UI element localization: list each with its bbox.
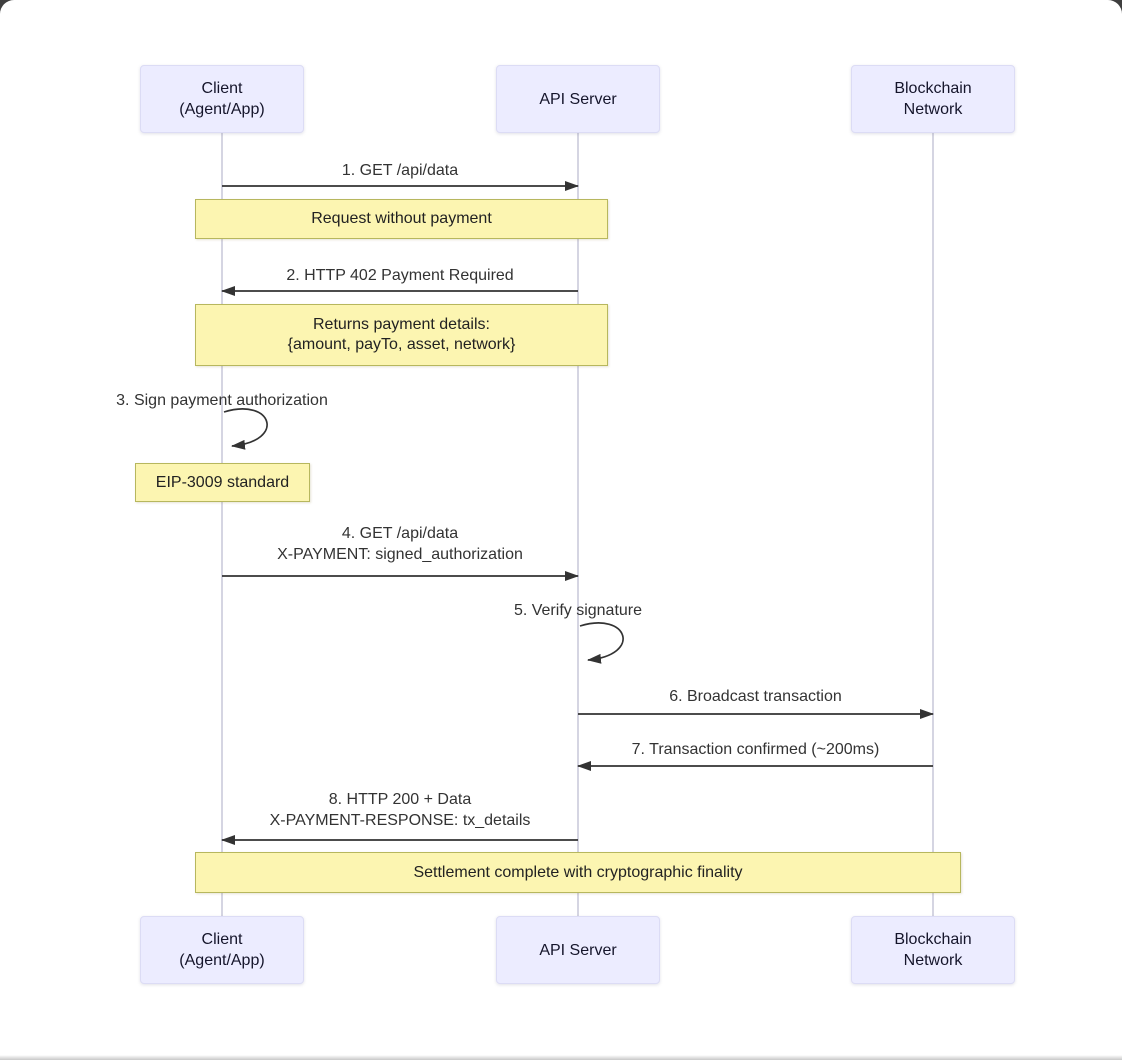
actor-label-line2: Network <box>903 952 963 969</box>
actor-label-line1: API Server <box>539 941 617 959</box>
actor-label-line1: Blockchain <box>894 80 972 97</box>
message-label-5: 5. Verify signature <box>378 600 778 621</box>
actor-box-blockchain-top: Blockchain Network <box>851 65 1015 133</box>
actor-box-blockchain-bottom: Blockchain Network <box>851 916 1015 984</box>
message-text: 3. Sign payment authorization <box>116 392 328 409</box>
message-text: 2. HTTP 402 Payment Required <box>286 267 514 284</box>
actor-label-line2: Network <box>903 101 963 118</box>
message-label-3: 3. Sign payment authorization <box>22 390 422 411</box>
message-label-7: 7. Transaction confirmed (~200ms) <box>578 739 933 760</box>
message-text: 6. Broadcast transaction <box>669 688 842 705</box>
message-text: 5. Verify signature <box>513 602 643 619</box>
actor-label-line2: (Agent/App) <box>179 101 265 118</box>
note-text: {amount, payTo, asset, network} <box>287 336 516 353</box>
message-text: 4. GET /api/data <box>341 525 459 542</box>
actor-box-api-server-top: API Server <box>496 65 660 133</box>
actor-label-line1: Client <box>201 80 243 97</box>
actor-label-line1: Blockchain <box>894 931 972 948</box>
note-eip-3009-standard: EIP-3009 standard <box>135 463 310 502</box>
note-text: Request without payment <box>311 210 492 227</box>
message-text: 8. HTTP 200 + Data <box>328 791 472 808</box>
message-text: 1. GET /api/data <box>341 162 459 179</box>
actor-box-api-server-bottom: API Server <box>496 916 660 984</box>
note-text: EIP-3009 standard <box>155 473 290 491</box>
note-text: Returns payment details: <box>313 316 490 333</box>
message-self-loop-3 <box>223 408 268 450</box>
message-label-6: 6. Broadcast transaction <box>578 686 933 707</box>
actor-box-client-bottom: Client (Agent/App) <box>140 916 304 984</box>
note-request-without-payment: Request without payment <box>195 199 608 239</box>
message-label-2: 2. HTTP 402 Payment Required <box>222 265 578 286</box>
message-text: X-PAYMENT: signed_authorization <box>277 546 523 563</box>
actor-label-line1: API Server <box>539 90 617 108</box>
actor-box-client-top: Client (Agent/App) <box>140 65 304 133</box>
actor-label-line1: Client <box>201 931 243 948</box>
message-text: 7. Transaction confirmed (~200ms) <box>631 741 880 758</box>
message-label-1: 1. GET /api/data <box>222 160 578 181</box>
actor-label-line2: (Agent/App) <box>179 952 265 969</box>
note-returns-payment-details: Returns payment details: {amount, payTo,… <box>195 304 608 366</box>
message-label-8: 8. HTTP 200 + Data X-PAYMENT-RESPONSE: t… <box>222 789 578 831</box>
message-label-4: 4. GET /api/data X-PAYMENT: signed_autho… <box>222 523 578 565</box>
note-settlement-complete: Settlement complete with cryptographic f… <box>195 852 961 893</box>
message-self-loop-5 <box>579 622 624 664</box>
note-text: Settlement complete with cryptographic f… <box>413 863 743 881</box>
message-text: X-PAYMENT-RESPONSE: tx_details <box>269 812 531 829</box>
